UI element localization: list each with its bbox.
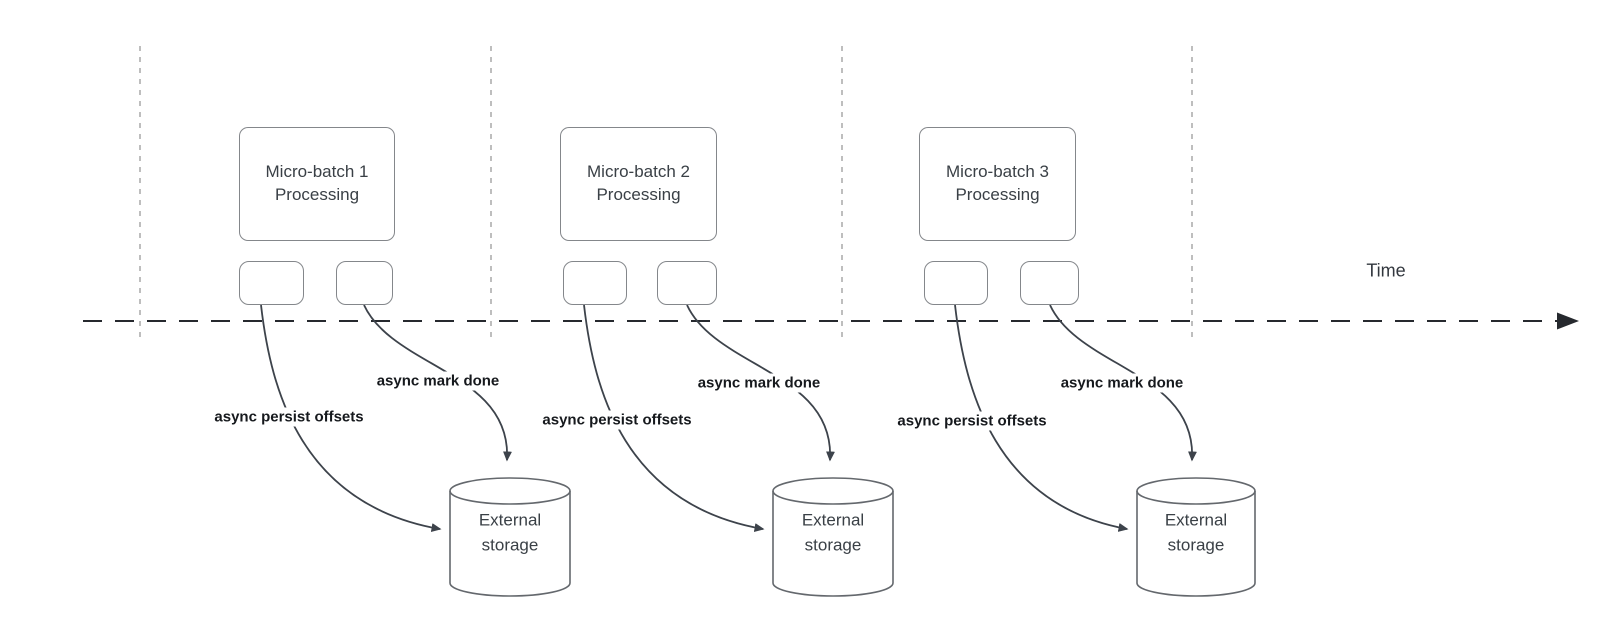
processing-box-2: Micro-batch 2 Processing [560, 127, 717, 241]
persist-offsets-label: async persist offsets [210, 407, 368, 427]
persist-offsets-arrow-3 [954, 304, 1129, 532]
external-storage-label: External storage [478, 510, 542, 554]
processing-box-label: Micro-batch 3 Processing [946, 162, 1049, 204]
persist-offsets-label: async persist offsets [893, 411, 1051, 431]
offset-commit-box-2a [563, 261, 627, 305]
persist-offsets-arrow-1 [260, 304, 442, 532]
mark-done-label: async mark done [693, 373, 825, 393]
external-storage-label: External storage [1164, 510, 1228, 554]
time-axis-arrowhead-icon [1557, 312, 1579, 330]
mark-done-arrow-3 [1049, 304, 1197, 462]
offset-commit-box-3a [924, 261, 988, 305]
processing-box-label: Micro-batch 1 Processing [265, 162, 369, 204]
processing-box-label: Micro-batch 2 Processing [587, 162, 690, 204]
processing-box-1: Micro-batch 1 Processing [239, 127, 395, 241]
processing-box-3: Micro-batch 3 Processing [919, 127, 1076, 241]
external-storage-label: External storage [801, 510, 865, 554]
mark-done-label: async mark done [1056, 373, 1188, 393]
mark-done-label: async mark done [372, 371, 504, 391]
mark-done-arrow-2 [686, 304, 835, 462]
offset-commit-box-2b [657, 261, 717, 305]
offset-commit-box-3b [1020, 261, 1079, 305]
external-storage-cylinder-1 [449, 477, 571, 597]
offset-commit-box-1a [239, 261, 304, 305]
persist-offsets-label: async persist offsets [538, 410, 696, 430]
offset-commit-box-1b [336, 261, 393, 305]
external-storage-cylinder-3 [1136, 477, 1256, 597]
time-axis-label: Time [1366, 260, 1406, 281]
external-storage-cylinder-2 [772, 477, 894, 597]
persist-offsets-arrow-2 [583, 304, 765, 532]
